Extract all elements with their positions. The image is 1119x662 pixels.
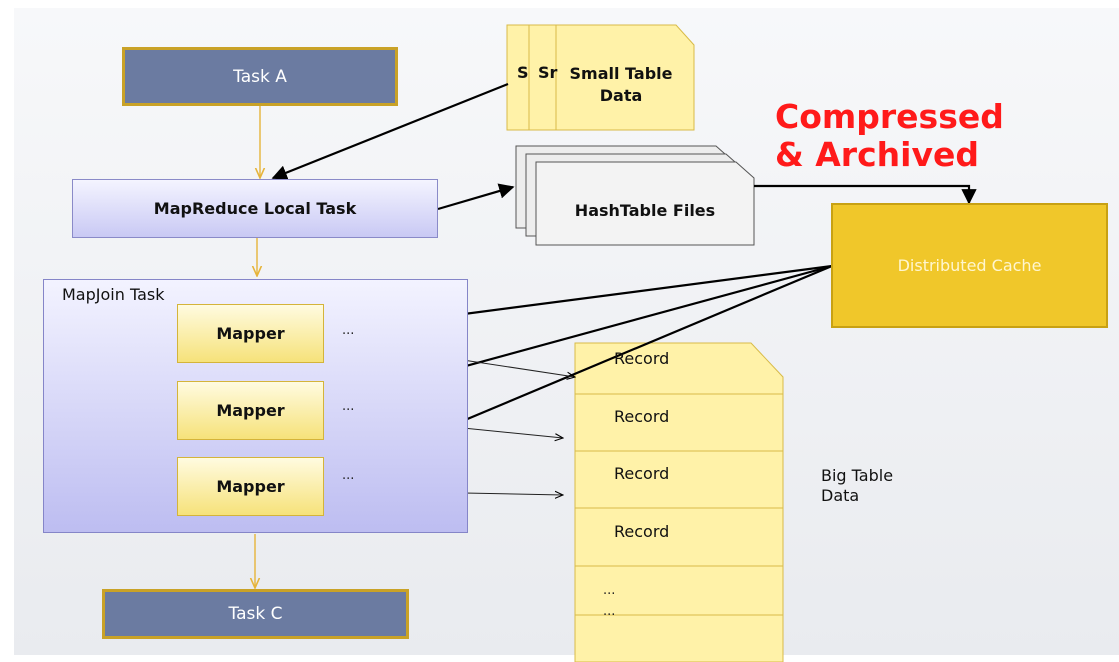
small-table-label: Small Table Data: [562, 63, 680, 107]
mapreduce-local-task-box: MapReduce Local Task: [72, 179, 438, 238]
big-table-record-stack: [574, 342, 784, 662]
big-table-label-line2: Data: [821, 486, 860, 505]
record-4: Record: [614, 522, 670, 541]
small-table-label-line2: Data: [599, 86, 643, 105]
mapper-dots-3: ...: [342, 468, 355, 483]
mapper-label-2: Mapper: [216, 401, 285, 420]
distributed-cache-box: Distributed Cache: [831, 203, 1108, 328]
task-a-label: Task A: [233, 66, 287, 87]
task-a-box: Task A: [122, 47, 398, 106]
mapper-box-1: Mapper: [177, 304, 324, 363]
mapjoin-task-label: MapJoin Task: [62, 285, 165, 304]
big-table-label-line1: Big Table: [821, 466, 894, 485]
record-3: Record: [614, 464, 670, 483]
record-ellipsis-1: ...: [603, 583, 616, 598]
local-task-label: MapReduce Local Task: [153, 199, 357, 218]
compressed-archived-note: Compressed & Archived: [775, 98, 1004, 174]
small-table-back-label-2: Sr: [538, 63, 558, 82]
mapper-box-3: Mapper: [177, 457, 324, 516]
record-1: Record: [614, 349, 670, 368]
mapper-label-1: Mapper: [216, 324, 285, 343]
big-table-data-label: Big Table Data: [821, 466, 893, 506]
mapper-dots-2: ...: [342, 399, 355, 414]
compressed-line1: Compressed: [775, 97, 1004, 136]
hashtable-files-label: HashTable Files: [574, 201, 716, 220]
distributed-cache-label: Distributed Cache: [897, 256, 1042, 275]
hashtable-doc-stack: [515, 145, 755, 246]
compressed-line2: & Archived: [775, 135, 979, 174]
record-2: Record: [614, 407, 670, 426]
small-table-back-label-1: S: [517, 63, 529, 82]
small-table-doc-stack: [506, 24, 695, 131]
mapper-label-3: Mapper: [216, 477, 285, 496]
task-c-label: Task C: [228, 604, 283, 624]
small-table-label-line1: Small Table: [569, 64, 673, 83]
mapper-dots-1: ...: [342, 323, 355, 338]
task-c-box: Task C: [102, 589, 409, 639]
mapper-box-2: Mapper: [177, 381, 324, 440]
record-ellipsis-2: ...: [603, 604, 616, 619]
